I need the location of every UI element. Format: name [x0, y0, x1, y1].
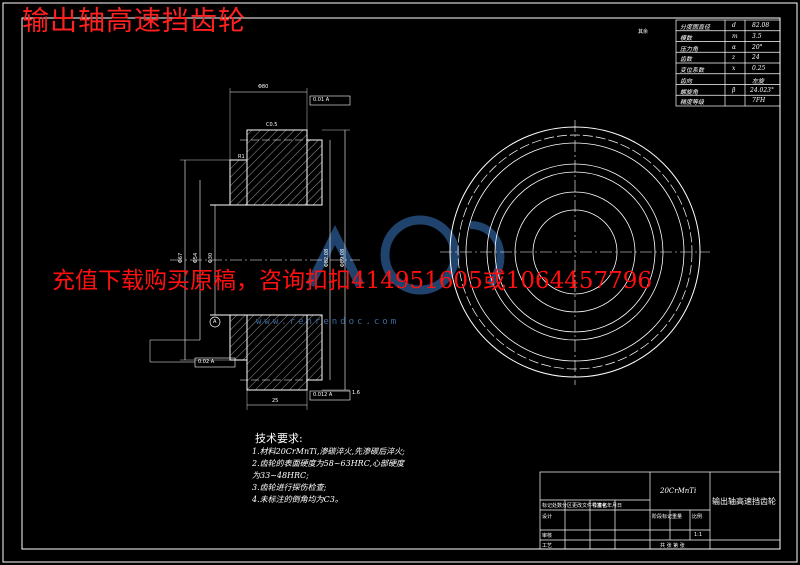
tb-scale: 1:1 [694, 532, 703, 538]
param-symbol: x [732, 65, 736, 72]
watermark-logo [305, 215, 505, 295]
dim-chamfer: C0.5 [266, 122, 278, 128]
param-value: 82.08 [752, 22, 770, 29]
tb-row-label: 设计 [542, 514, 553, 520]
param-label: 螺旋角 [680, 88, 699, 96]
dim-bore: Φ30 [208, 252, 215, 264]
dim-bottom-width: 25 [272, 398, 279, 404]
param-label: 齿向 [680, 77, 693, 85]
param-value: 7FH [752, 97, 766, 104]
dim-right-d2: Φ89.08 [340, 248, 347, 268]
param-label: 变位系数 [680, 67, 705, 74]
dim-radius: R1 [238, 154, 245, 160]
param-value: 20° [752, 43, 763, 51]
tb-col-label: 标准化 [592, 503, 608, 509]
param-label: 模数 [680, 34, 693, 42]
dim-top-width: Φ80 [258, 84, 269, 90]
param-symbol: β [732, 86, 736, 94]
gear-section-view [149, 88, 360, 410]
surface-finish-note: 其余 [638, 29, 649, 35]
tech-note: 4.未标注的倒角均为C3。 [252, 495, 343, 504]
param-symbol: m [732, 32, 738, 40]
material-label: 20CrMnTi [660, 487, 697, 495]
roughness-label: 1.6 [352, 390, 360, 396]
param-symbol: α [732, 43, 737, 51]
tb-col-label: 阶段标记 [652, 514, 673, 520]
title-block-grid [539, 471, 781, 550]
tech-note: 3.齿轮进行探伤检查; [252, 483, 327, 492]
tb-row-label: 标记处数分区更改文件号签名年月日 [542, 503, 623, 509]
param-label: 压力角 [680, 45, 699, 53]
tech-requirements-title: 技术要求: [255, 432, 303, 445]
param-symbol: z [732, 54, 736, 61]
tb-sheet: 共 张 第 张 [660, 543, 685, 549]
watermark-text: 充值下载购买原稿，咨询扣扣414951605或1064457796 [52, 268, 653, 294]
tech-note: 1.材料20CrMnTi,渗碳淬火,先渗碳后淬火; [252, 447, 405, 456]
tb-row-label: 工艺 [542, 543, 553, 549]
gear-end-view [440, 120, 710, 385]
title-block-name: 输出轴高速挡齿轮 [712, 497, 776, 506]
drawing-title: 输出轴高速挡齿轮 [22, 6, 246, 37]
dim-right-d1: Φ82.08 [324, 248, 331, 268]
tb-row-label: 审核 [542, 533, 553, 539]
param-value: 24.023° [750, 86, 774, 94]
tolerance-frame-1: 0.01 A [313, 97, 330, 103]
datum-label: A [213, 319, 217, 325]
param-label: 精度等级 [680, 99, 705, 106]
param-value: 3.5 [752, 32, 762, 40]
dim-left-d2: Φ54 [193, 252, 200, 264]
tb-col-label: 比例 [692, 514, 703, 520]
param-value: 左旋 [752, 77, 765, 85]
watermark-url: www.renrendoc.com [256, 317, 400, 327]
gear-param-table-grid [675, 19, 781, 107]
dim-left-d1: Φ67 [178, 252, 185, 264]
param-value: 24 [752, 54, 760, 61]
tb-col-label: 重量 [672, 514, 683, 520]
param-symbol: d [732, 22, 736, 29]
inner-border [21, 17, 781, 550]
param-value: 0.25 [752, 65, 766, 72]
tolerance-frame-3: 0.012 A [313, 392, 333, 398]
tech-note: 为33~48HRC; [252, 471, 309, 480]
tolerance-frame-2: 0.02 A [198, 359, 215, 365]
param-label: 齿数 [680, 56, 693, 63]
tech-note: 2.齿轮的表面硬度为58~63HRC,心部硬度 [252, 459, 405, 468]
param-label: 分度圆直径 [680, 24, 711, 31]
